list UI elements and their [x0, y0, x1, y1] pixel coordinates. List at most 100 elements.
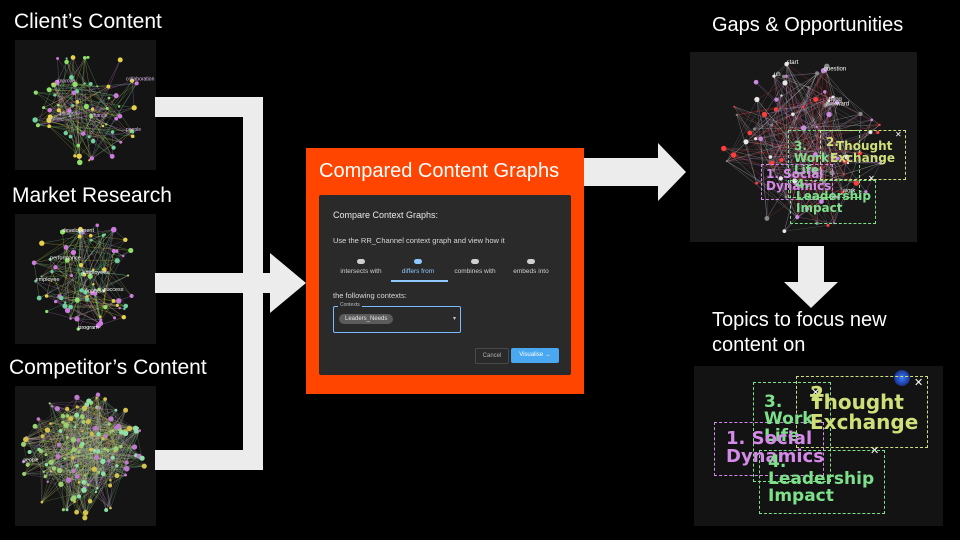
- contexts-select[interactable]: Contexts Leaders_Needs ▾: [333, 302, 461, 333]
- graph-node: [93, 425, 98, 431]
- close-icon[interactable]: ✕: [868, 174, 875, 183]
- graph-node: [139, 455, 145, 461]
- graph-edge: [775, 106, 804, 110]
- graph-edge: [808, 87, 825, 183]
- graph-edge: [786, 63, 834, 157]
- graph-edge: [77, 476, 111, 486]
- close-icon[interactable]: ✕: [811, 387, 821, 399]
- graph-node: [69, 317, 72, 320]
- graph-edge: [96, 397, 126, 476]
- graph-edge: [95, 428, 130, 493]
- close-icon[interactable]: ✕: [870, 445, 880, 457]
- graph-node: [46, 87, 52, 93]
- graph-edge: [60, 484, 80, 497]
- graph-edge: [83, 421, 109, 451]
- graph-edge: [766, 156, 771, 219]
- graph-node: [63, 130, 68, 136]
- graph-node: [801, 105, 805, 109]
- context-chip[interactable]: Leaders_Needs: [339, 314, 394, 324]
- graph-node: [32, 423, 38, 429]
- graph-node: [795, 183, 798, 186]
- graph-node: [21, 460, 25, 464]
- graph-edge: [786, 73, 818, 77]
- graph-edge: [803, 102, 838, 129]
- graph-node: [772, 74, 776, 78]
- graph-edge: [821, 100, 830, 202]
- graph-edge: [736, 100, 829, 116]
- visualise-button[interactable]: Visualise →: [511, 348, 559, 363]
- option-intersects-with[interactable]: intersects with: [331, 259, 391, 275]
- graph-node: [115, 423, 122, 430]
- graph-edge: [726, 160, 787, 198]
- graph-edge: [726, 156, 771, 162]
- graph-node: [806, 184, 810, 188]
- graph-edge: [760, 138, 824, 183]
- connector-client-horizontal: [155, 97, 263, 117]
- option-embeds-into[interactable]: embeds into: [501, 259, 561, 275]
- competitor-content-graph: people: [15, 386, 156, 526]
- graph-edge: [797, 87, 809, 218]
- graph-edge: [781, 131, 871, 161]
- graph-edge: [794, 158, 838, 182]
- graph-edge: [780, 161, 845, 179]
- graph-edge: [736, 114, 774, 171]
- graph-edge: [47, 430, 75, 502]
- graph-edge: [796, 105, 826, 185]
- dropdown-caret-icon[interactable]: ▾: [452, 316, 456, 322]
- graph-edge: [794, 180, 829, 226]
- graph-edge: [37, 107, 44, 126]
- graph-node: [764, 216, 770, 221]
- graph-node: [721, 145, 727, 152]
- graph-edge: [771, 113, 861, 164]
- graph-edge: [806, 201, 822, 209]
- option-label: embeds into: [513, 268, 549, 275]
- close-icon[interactable]: ✕: [895, 130, 902, 139]
- graph-edge: [808, 87, 825, 183]
- graph-node: [65, 508, 69, 512]
- graph-edge: [97, 407, 100, 489]
- graph-node: [102, 267, 107, 272]
- close-icon[interactable]: ✕: [914, 377, 924, 389]
- graph-node: [97, 470, 101, 474]
- graph-node: [73, 425, 77, 429]
- graph-edge: [85, 292, 115, 319]
- graph-edge: [66, 247, 124, 257]
- graph-edge: [86, 106, 121, 143]
- graph-edge: [836, 191, 866, 198]
- option-combines-with[interactable]: combines with: [445, 259, 505, 275]
- graph-edge: [764, 114, 815, 169]
- graph-node: [780, 94, 783, 97]
- graph-edge: [786, 76, 826, 106]
- graph-node: [119, 444, 123, 449]
- graph-edge: [50, 406, 98, 424]
- graph-edge: [72, 428, 130, 500]
- graph-edge: [35, 92, 117, 96]
- graph-node: [76, 327, 80, 331]
- graph-edge: [59, 58, 67, 115]
- graph-edge: [808, 87, 826, 106]
- graph-edge: [784, 174, 845, 232]
- graph-node: [784, 195, 788, 199]
- option-differs-from[interactable]: differs from: [388, 259, 448, 275]
- graph-edge: [723, 148, 798, 218]
- cancel-button[interactable]: Cancel: [475, 348, 509, 364]
- graph-edge: [755, 138, 773, 164]
- graph-node: [67, 108, 72, 113]
- graph-node: [82, 515, 88, 521]
- graph-edge: [823, 70, 861, 115]
- graph-node: [109, 153, 115, 159]
- graph-node: [119, 429, 125, 435]
- graph-node: [49, 470, 53, 473]
- graph-edge: [815, 99, 843, 193]
- graph-node: [77, 450, 81, 454]
- graph-edge: [48, 120, 121, 143]
- graph-edge: [806, 91, 826, 209]
- option-label: intersects with: [340, 268, 382, 275]
- graph-edge: [41, 243, 131, 251]
- graph-node: [733, 105, 736, 108]
- graph-node: [58, 113, 62, 116]
- graph-node: [35, 123, 40, 128]
- graph-edge: [85, 473, 104, 513]
- graph-edge: [755, 106, 804, 139]
